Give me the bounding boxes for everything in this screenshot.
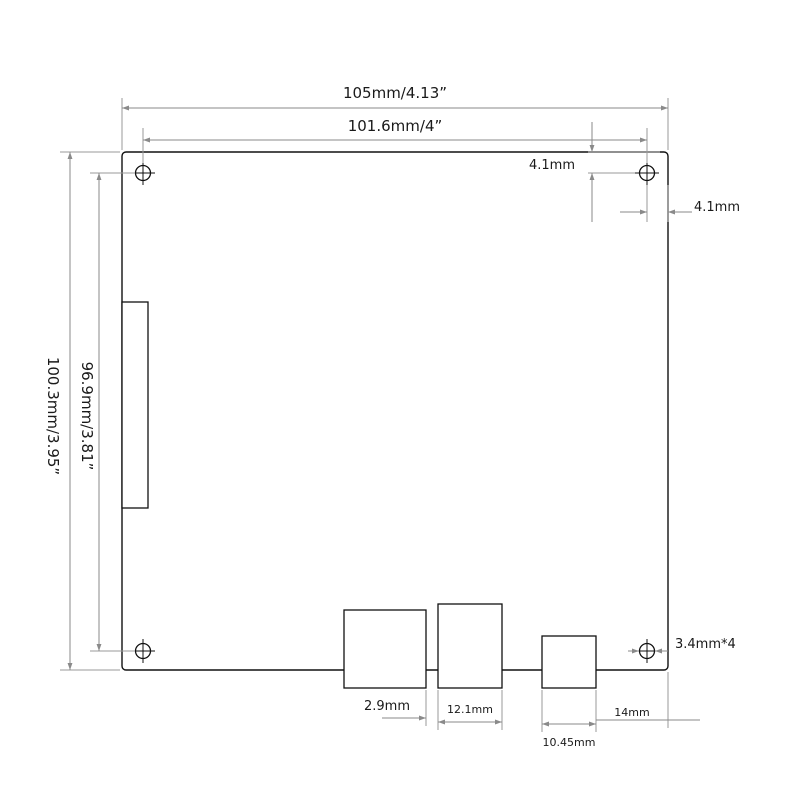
board-width-label: 105mm/4.13” <box>343 84 447 102</box>
hole-diameter-label: 3.4mm*4 <box>675 637 736 652</box>
port-1 <box>343 609 427 689</box>
hole-spacing-y-label: 96.9mm/3.81” <box>78 362 96 471</box>
port-2 <box>437 603 503 689</box>
port1-protrusion-label: 2.9mm <box>364 699 410 714</box>
port3-offset-right-label: 14mm <box>614 706 649 719</box>
port2-protrusion-label: 12.1mm <box>447 703 493 716</box>
mounting-hole-bottom-left <box>131 639 155 663</box>
edge-connector <box>121 301 149 509</box>
hole-spacing-x-label: 101.6mm/4” <box>348 117 443 135</box>
board-outline <box>121 151 669 671</box>
hole-offset-right-label: 4.1mm <box>694 200 740 215</box>
port3-width-label: 10.45mm <box>543 736 596 749</box>
port-3 <box>541 635 597 689</box>
mounting-hole-top-right <box>635 161 659 185</box>
hole-offset-top-label: 4.1mm <box>529 158 575 173</box>
board-height-label: 100.3mm/3.95” <box>44 357 62 475</box>
